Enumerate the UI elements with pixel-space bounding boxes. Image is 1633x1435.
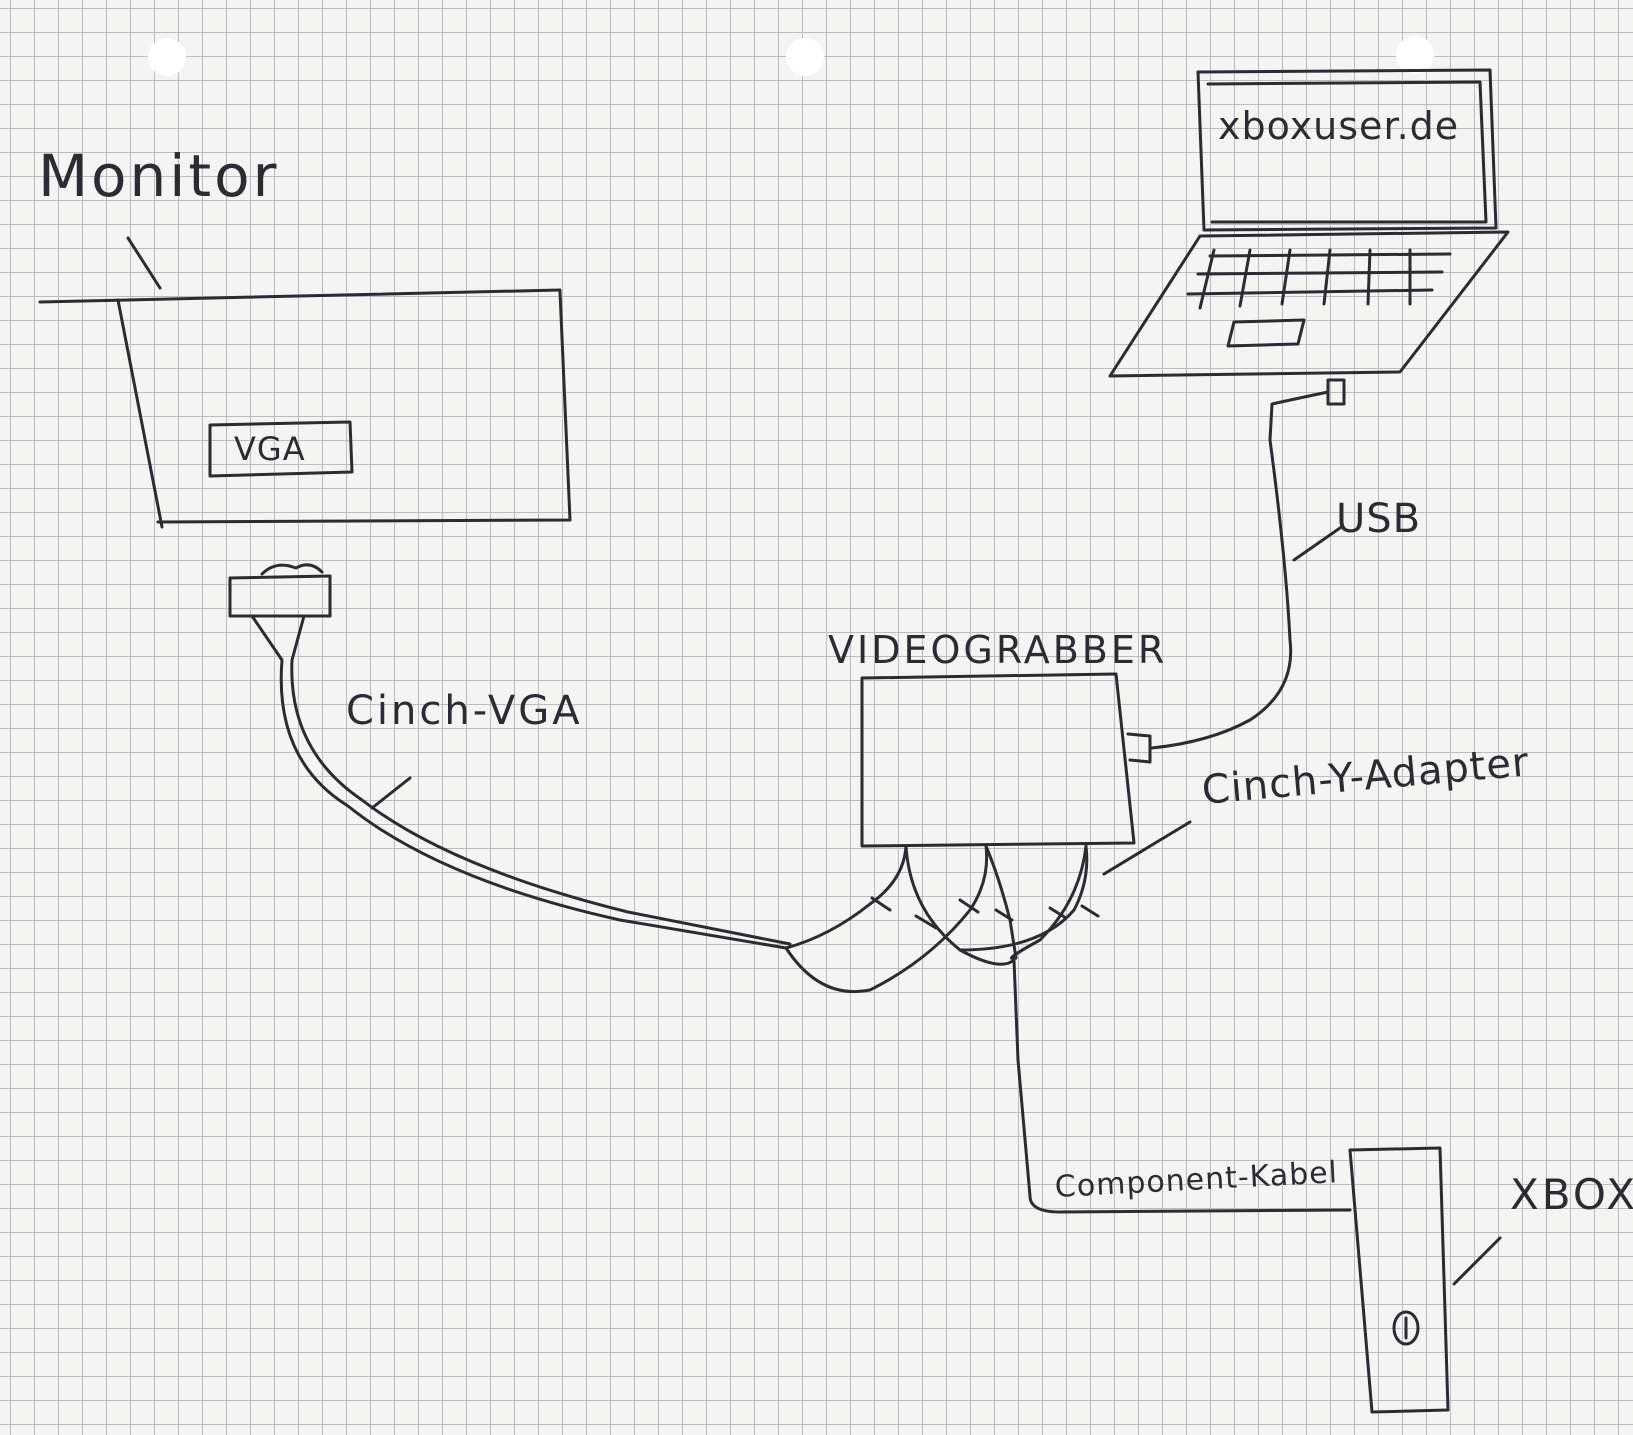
monitor-label: Monitor: [38, 142, 280, 210]
punch-hole-left: [148, 38, 186, 76]
cinch-vga-cable: [250, 614, 792, 950]
xbox-drawing: [1348, 1146, 1502, 1414]
vga-port-box: [208, 420, 354, 478]
usb-cable: [1150, 378, 1346, 750]
usb-label: USB: [1336, 496, 1422, 542]
laptop-screen-text: xboxuser.de: [1218, 104, 1460, 148]
monitor-drawing: [38, 236, 572, 529]
cinch-vga-label: Cinch-VGA: [346, 688, 583, 734]
vga-plug: [228, 563, 332, 618]
laptop-drawing: [1108, 68, 1510, 378]
component-cable: [1012, 958, 1352, 1214]
vga-port-label: VGA: [234, 430, 306, 468]
cinch-y-adapter-cables: [784, 820, 1192, 994]
punch-hole-right: [1396, 36, 1434, 74]
videograbber-label: VIDEOGRABBER: [828, 628, 1168, 672]
videograbber-drawing: [860, 672, 1152, 848]
xbox-label: XBOX: [1510, 1170, 1633, 1219]
punch-hole-center: [786, 38, 824, 76]
